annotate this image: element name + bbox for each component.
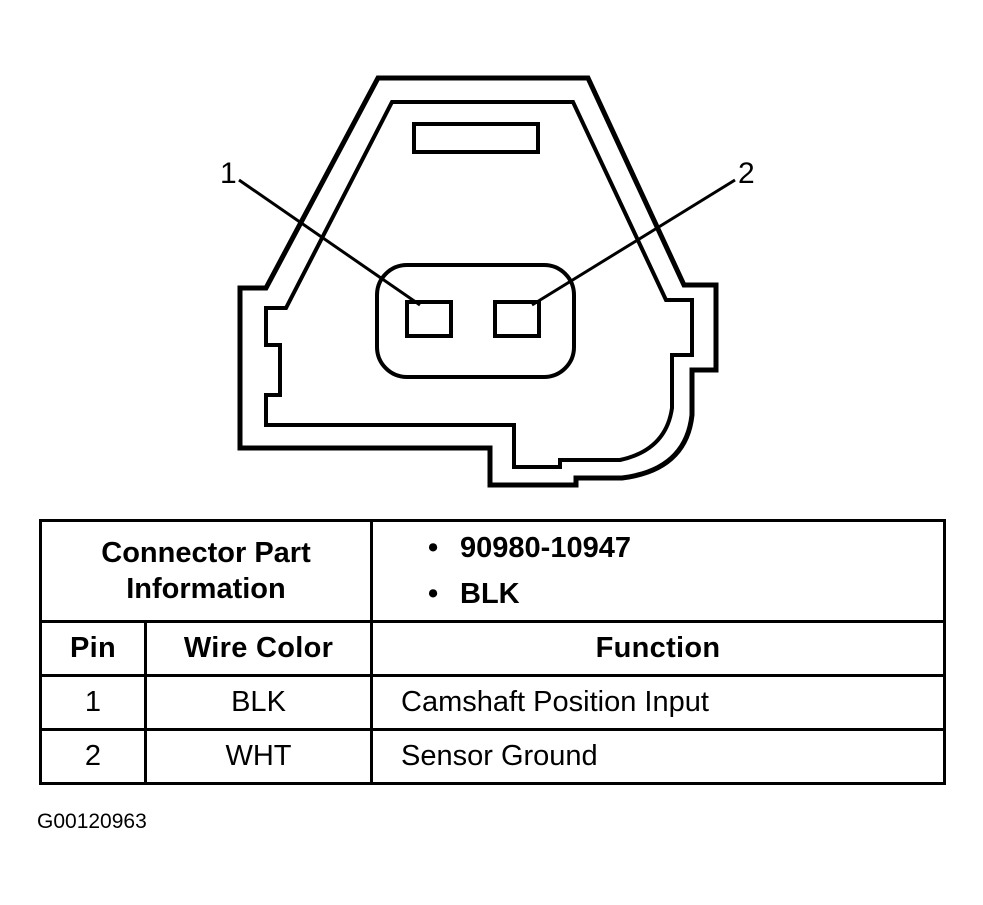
connector-housing-outer xyxy=(237,75,719,488)
header-row: Pin Wire Color Function xyxy=(39,620,947,677)
function-cell: Sensor Ground xyxy=(370,728,947,785)
table-row: 2 WHT Sensor Ground xyxy=(39,728,947,785)
part-info-title-line1: Connector Part xyxy=(101,537,311,569)
header-function: Function xyxy=(370,620,947,677)
locking-tab-slot xyxy=(412,122,540,154)
pin-2-leader-line xyxy=(531,178,736,307)
wire-color-cell: BLK xyxy=(143,674,374,731)
part-info-title-line2: Information xyxy=(126,573,286,605)
figure-id: G00120963 xyxy=(37,810,147,833)
pin-2-terminal xyxy=(493,300,541,338)
pin-cell: 1 xyxy=(39,674,147,731)
terminal-cavity xyxy=(375,263,576,379)
pin-1-leader-line xyxy=(238,178,421,307)
pin-1-label: 1 xyxy=(220,157,237,190)
table-row: 1 BLK Camshaft Position Input xyxy=(39,674,947,731)
part-number: 90980-10947 xyxy=(460,532,631,564)
part-info-values-cell: • 90980-10947 • BLK xyxy=(370,519,947,623)
header-pin: Pin xyxy=(39,620,147,677)
bullet-icon: • xyxy=(428,532,439,564)
part-color: BLK xyxy=(460,578,520,610)
function-cell: Camshaft Position Input xyxy=(370,674,947,731)
part-color-line: • BLK xyxy=(428,571,943,617)
part-info-title-cell: Connector Part Information xyxy=(38,519,374,623)
header-wire-color: Wire Color xyxy=(143,620,374,677)
connector-housing-inner xyxy=(264,100,694,469)
pin-cell: 2 xyxy=(39,728,147,785)
connector-info-table: Connector Part Information • 90980-10947 … xyxy=(38,519,947,785)
connector-diagram: 1 2 xyxy=(220,75,755,488)
part-number-line: • 90980-10947 xyxy=(428,525,943,571)
pin-2-label: 2 xyxy=(738,157,755,190)
pin-1-terminal xyxy=(405,300,453,338)
part-info-row: Connector Part Information • 90980-10947 … xyxy=(38,519,947,623)
bullet-icon: • xyxy=(428,578,439,610)
wire-color-cell: WHT xyxy=(143,728,374,785)
